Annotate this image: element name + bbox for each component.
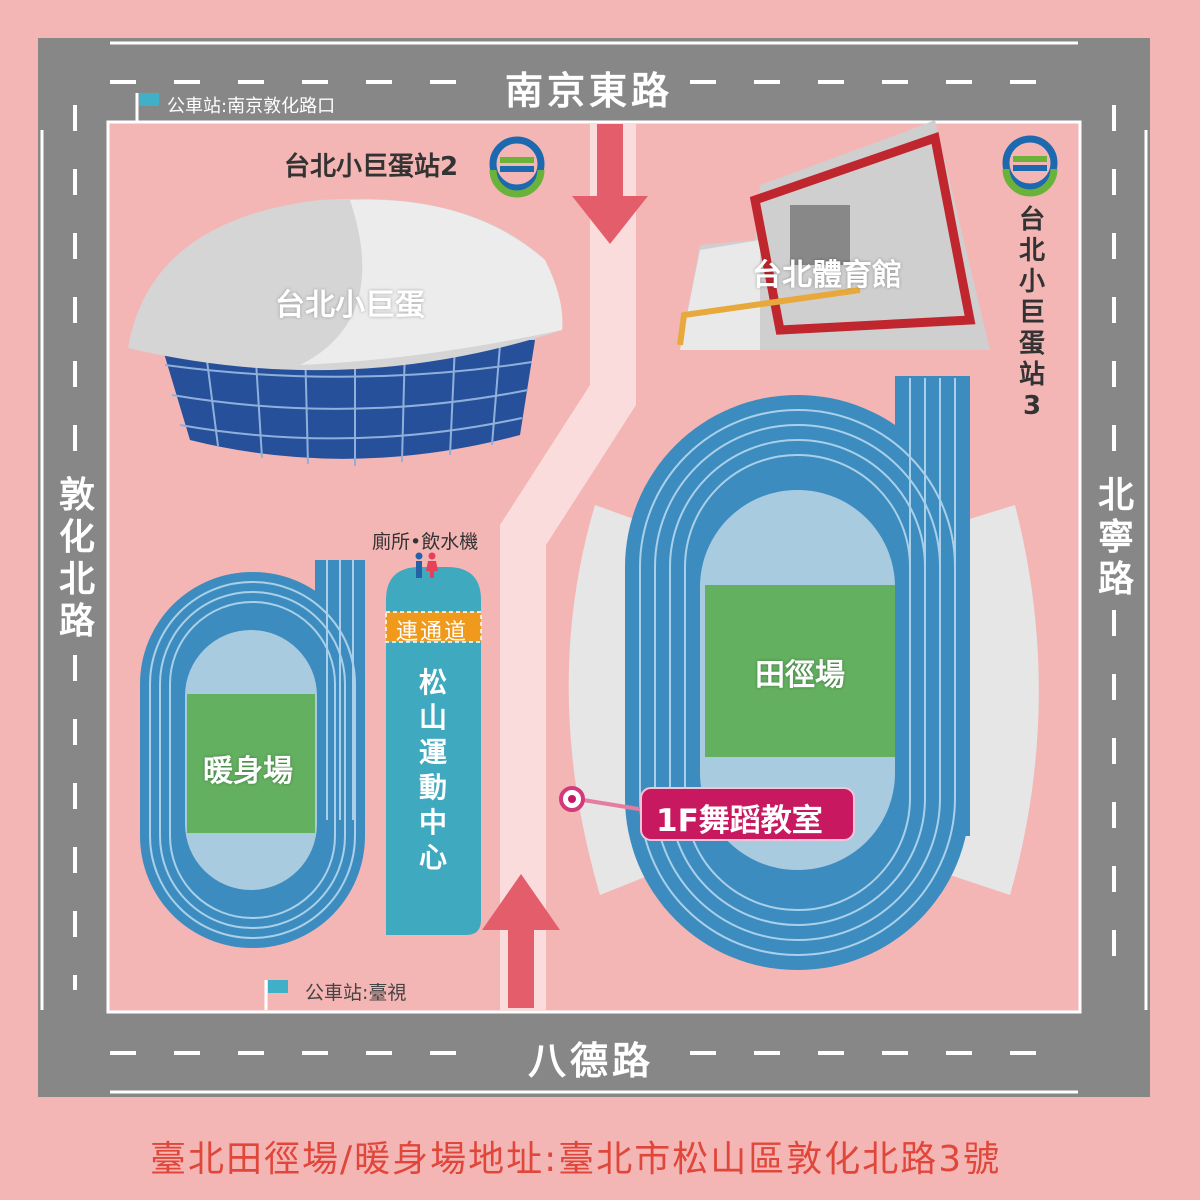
label-track-field: 田徑場: [755, 658, 845, 693]
label-corridor: 連通道: [396, 620, 469, 645]
label-warmup-field: 暖身場: [203, 754, 293, 789]
road-bade: 八德路: [528, 1039, 655, 1083]
arena-illustration: [128, 198, 563, 466]
bus-stop-flag-icon: [264, 980, 288, 1010]
marker-badge: [640, 787, 855, 841]
bus-stop-flag-icon: [135, 93, 159, 122]
label-facilities: 廁所•飲水機: [372, 531, 479, 553]
restroom-icon: [415, 552, 438, 578]
label-arena: 台北小巨蛋: [275, 288, 425, 323]
road-nanjing-east: 南京東路: [505, 69, 674, 113]
lane-dashes: [73, 80, 1116, 1055]
gym-illustration: [677, 120, 990, 350]
bus-stop-ttv: 公車站:臺視: [305, 982, 407, 1004]
station-arena-2: 台北小巨蛋站2: [284, 152, 459, 182]
walkway: [500, 124, 636, 1010]
sports-center-building: [386, 567, 481, 935]
mrt-logo-icon: [489, 136, 545, 198]
road-dunhua-north: 敦化北路: [58, 475, 95, 642]
label-sports-center: 松山運動中心: [418, 666, 447, 874]
bus-stop-nanjing-dunhua: 公車站:南京敦化路口: [167, 96, 336, 117]
dance-classroom-label[interactable]: 1F舞蹈教室: [656, 803, 823, 839]
arrow-down-icon: [572, 124, 648, 244]
track-field: [705, 585, 895, 757]
road-beining: 北寧路: [1097, 475, 1134, 600]
label-gym: 台北體育館: [752, 258, 902, 293]
station-arena-3: 台北小巨蛋站3: [1018, 205, 1045, 421]
arrow-up-icon: [482, 874, 560, 1008]
corridor-band: [385, 611, 482, 643]
mrt-logo-icon: [1002, 135, 1058, 197]
warmup-track-illustration: [140, 560, 365, 948]
footer-address: 臺北田徑場/暖身場地址:臺北市松山區敦化北路3號: [150, 1139, 1002, 1180]
